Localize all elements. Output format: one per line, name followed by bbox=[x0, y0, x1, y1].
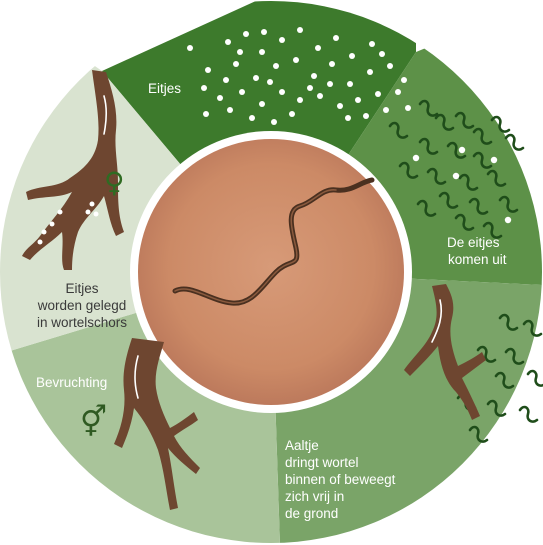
egg-dot bbox=[405, 105, 411, 111]
egg-dot bbox=[363, 113, 369, 119]
label-lay-line-1: Eitjes bbox=[26, 280, 138, 297]
egg-dot bbox=[355, 97, 361, 103]
egg-dot bbox=[233, 61, 239, 67]
nematode-photo bbox=[138, 139, 404, 405]
hatch-egg-dot bbox=[413, 155, 419, 161]
egg-dot bbox=[223, 77, 229, 83]
egg-dot bbox=[333, 35, 339, 41]
egg-dot bbox=[375, 91, 381, 97]
egg-dot bbox=[187, 45, 193, 51]
egg-dot bbox=[217, 95, 223, 101]
egg-dot bbox=[271, 119, 277, 125]
egg-dot bbox=[243, 31, 249, 37]
label-hatch-line-1: De eitjes bbox=[447, 234, 507, 251]
label-invade-line-4: zich vrij in bbox=[285, 488, 395, 505]
egg-dot bbox=[261, 29, 267, 35]
egg-dot bbox=[367, 69, 373, 75]
egg-dot bbox=[249, 115, 255, 121]
egg-dot bbox=[395, 89, 401, 95]
label-lay-line-3: in wortelschors bbox=[26, 314, 138, 331]
label-invade-line-5: de grond bbox=[285, 505, 395, 522]
larva bbox=[528, 371, 543, 386]
egg-dot bbox=[225, 39, 231, 45]
egg-dot bbox=[297, 97, 303, 103]
egg-dot bbox=[203, 111, 209, 117]
label-eggs-line: Eitjes bbox=[148, 80, 181, 97]
label-invade-line-2: dringt wortel bbox=[285, 454, 395, 471]
egg-dot bbox=[279, 89, 285, 95]
egg-dot bbox=[253, 75, 259, 81]
male-female-symbol: ⚥ bbox=[80, 404, 107, 440]
egg-dot bbox=[327, 81, 333, 87]
egg-dot bbox=[273, 63, 279, 69]
hatch-egg-dot bbox=[491, 157, 497, 163]
egg-dot bbox=[311, 73, 317, 79]
label-lay: Eitjes worden gelegd in wortelschors bbox=[26, 280, 138, 331]
egg-dot bbox=[201, 85, 207, 91]
label-invade: Aaltje dringt wortel binnen of beweegt z… bbox=[285, 437, 395, 522]
label-hatch: De eitjes komen uit bbox=[447, 234, 507, 268]
hatch-egg-dot bbox=[453, 173, 459, 179]
egg-dot bbox=[237, 49, 243, 55]
egg-dot bbox=[349, 53, 355, 59]
label-invade-line-1: Aaltje bbox=[285, 437, 395, 454]
egg-dot bbox=[297, 27, 303, 33]
egg-dot bbox=[401, 77, 407, 83]
egg-dot bbox=[379, 51, 385, 57]
label-hatch-line-2: komen uit bbox=[447, 251, 507, 268]
label-lay-line-2: worden gelegd bbox=[26, 297, 138, 314]
larva bbox=[520, 407, 537, 422]
label-fertilize-line: Bevruchting bbox=[36, 374, 107, 391]
egg-dot bbox=[239, 89, 245, 95]
label-invade-line-3: binnen of beweegt bbox=[285, 471, 395, 488]
egg-dot bbox=[259, 49, 265, 55]
egg-dot bbox=[289, 111, 295, 117]
hatch-egg-dot bbox=[459, 147, 465, 153]
egg-dot bbox=[337, 103, 343, 109]
egg-dot bbox=[369, 41, 375, 47]
egg-dot bbox=[307, 85, 313, 91]
egg-dot bbox=[345, 115, 351, 121]
label-eggs: Eitjes bbox=[148, 80, 181, 97]
egg-dot bbox=[205, 67, 211, 73]
egg-dot bbox=[387, 63, 393, 69]
female-symbol: ♀ bbox=[104, 166, 125, 199]
egg-dot bbox=[259, 101, 265, 107]
egg-dot bbox=[383, 107, 389, 113]
egg-dot bbox=[279, 37, 285, 43]
hatch-egg-dot bbox=[505, 217, 511, 223]
label-fertilize: Bevruchting bbox=[36, 374, 107, 391]
egg-dot bbox=[329, 61, 335, 67]
egg-dot bbox=[293, 57, 299, 63]
egg-dot bbox=[227, 107, 233, 113]
egg-dot bbox=[317, 93, 323, 99]
egg-dot bbox=[315, 45, 321, 51]
egg-dot bbox=[267, 79, 273, 85]
egg-dot bbox=[347, 81, 353, 87]
